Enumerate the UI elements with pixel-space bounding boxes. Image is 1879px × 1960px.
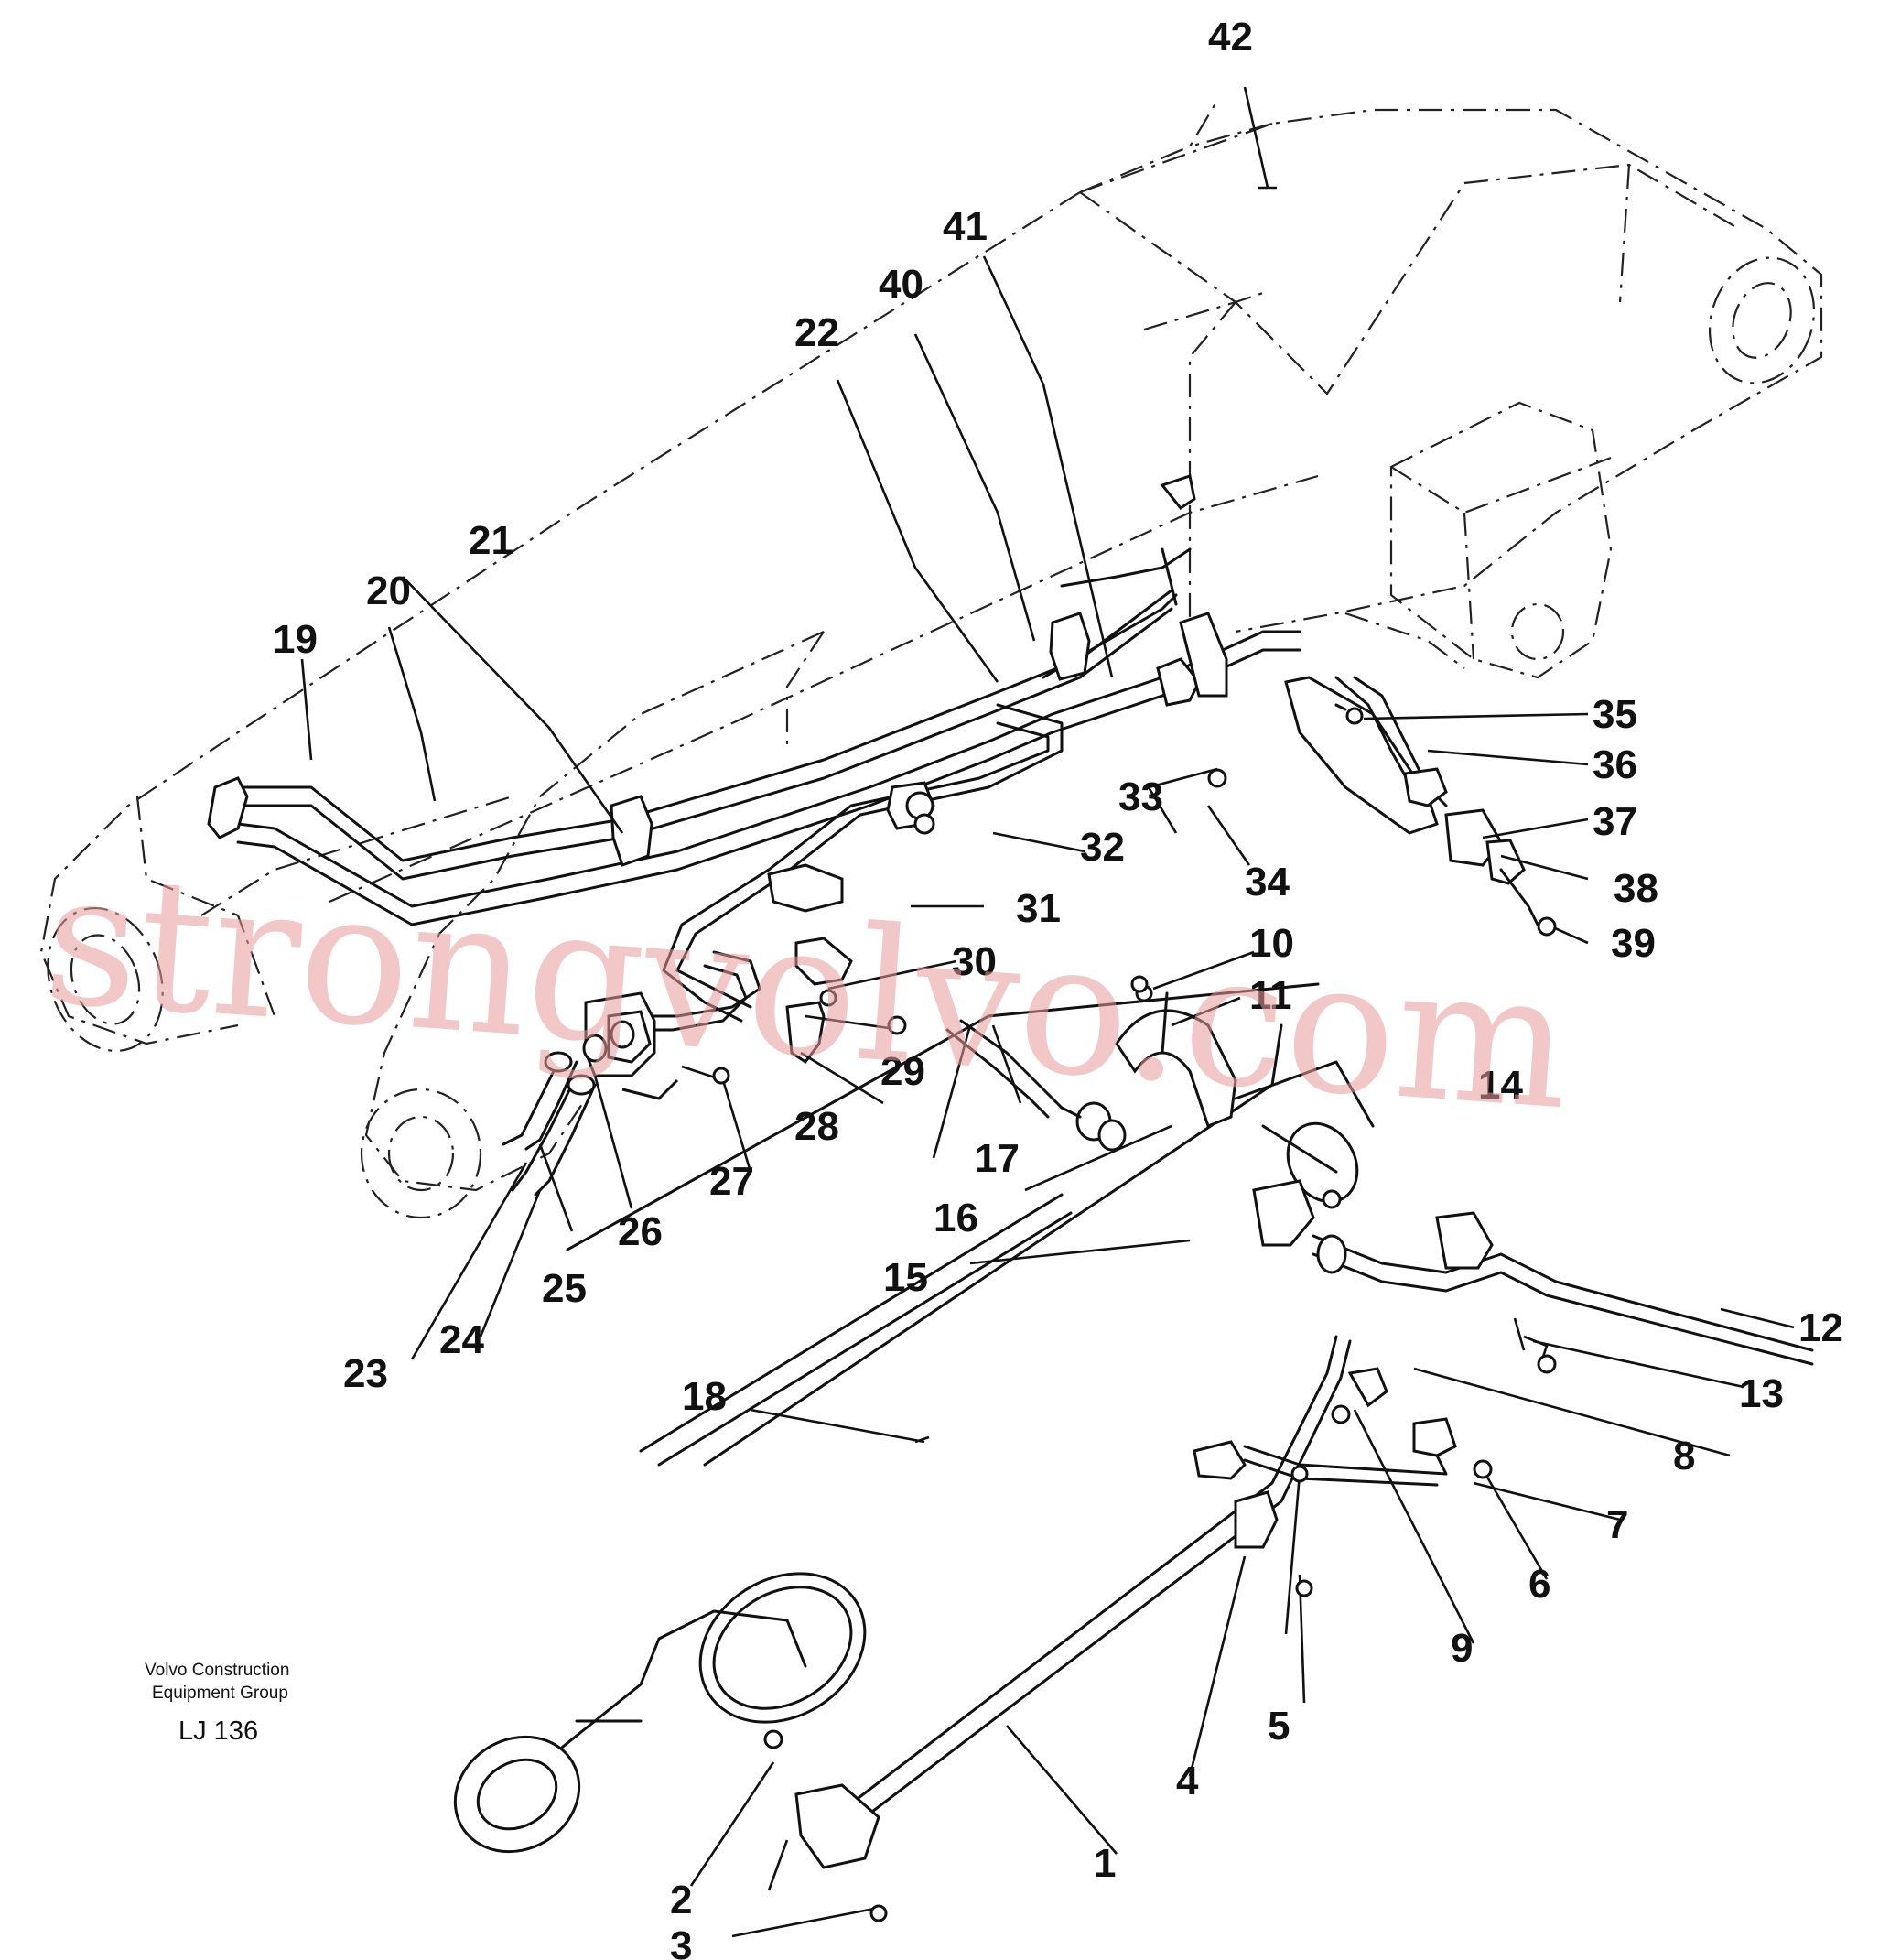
- pipe-1: [794, 1335, 1457, 1869]
- pipe-12: [1252, 1179, 1814, 1366]
- callout-8: 8: [1673, 1434, 1695, 1478]
- callout-2: 2: [670, 1878, 692, 1922]
- callout-39: 39: [1611, 921, 1656, 966]
- callout-33: 33: [1118, 774, 1163, 819]
- callout-32: 32: [1080, 825, 1125, 870]
- callout-28: 28: [794, 1104, 839, 1149]
- callout-19: 19: [273, 617, 318, 662]
- callout-27: 27: [709, 1159, 754, 1204]
- cylinder-18: [453, 982, 1375, 1854]
- tube-clamps-upper: [207, 474, 1201, 986]
- callout-5: 5: [1268, 1704, 1290, 1749]
- callout-18: 18: [682, 1374, 727, 1419]
- callout-37: 37: [1593, 799, 1637, 844]
- callout-41: 41: [943, 204, 988, 249]
- drawing-code: LJ 136: [178, 1716, 258, 1746]
- callout-25: 25: [542, 1266, 587, 1311]
- callout-35: 35: [1593, 692, 1637, 737]
- callout-42: 42: [1208, 15, 1253, 60]
- credit-line-2: Equipment Group: [152, 1684, 288, 1703]
- callout-10: 10: [1249, 921, 1294, 966]
- callout-24: 24: [439, 1317, 484, 1362]
- callout-17: 17: [975, 1136, 1020, 1181]
- callout-22: 22: [794, 310, 839, 355]
- publisher-credit: Volvo Construction Equipment Group LJ 13…: [145, 1661, 289, 1746]
- callout-20: 20: [366, 569, 411, 613]
- callout-36: 36: [1593, 742, 1637, 787]
- callout-40: 40: [879, 262, 923, 307]
- clamp-assembly-right: [1179, 612, 1539, 926]
- credit-line-1: Volvo Construction: [145, 1661, 289, 1680]
- callout-3: 3: [670, 1923, 692, 1960]
- callout-23: 23: [343, 1351, 388, 1396]
- leader-lines: [300, 86, 1795, 1938]
- callout-26: 26: [618, 1209, 663, 1254]
- hoses-left: [502, 1051, 597, 1197]
- callout-34: 34: [1245, 860, 1290, 904]
- callout-30: 30: [952, 939, 997, 984]
- callout-31: 31: [1016, 886, 1061, 931]
- callout-38: 38: [1614, 866, 1658, 911]
- callout-6: 6: [1528, 1562, 1550, 1607]
- fasteners: [712, 768, 1557, 1922]
- callout-15: 15: [883, 1255, 928, 1300]
- boom-outline: [39, 100, 1823, 1219]
- callout-9: 9: [1451, 1626, 1473, 1671]
- callout-14: 14: [1478, 1063, 1523, 1108]
- callout-29: 29: [880, 1049, 925, 1094]
- hose-17: [945, 1019, 1127, 1152]
- callout-16: 16: [934, 1196, 978, 1240]
- callout-13: 13: [1739, 1371, 1784, 1416]
- callout-12: 12: [1798, 1305, 1843, 1350]
- callout-1: 1: [1094, 1841, 1116, 1886]
- callout-21: 21: [469, 518, 513, 563]
- callout-labels: 42 41 40 22 21 20 19 35 36 33 37 32 34 3…: [273, 15, 1843, 1960]
- callout-11: 11: [1249, 973, 1292, 1018]
- manifold-block: [582, 991, 826, 1100]
- tube-lines-upper: [213, 547, 1301, 1032]
- callout-4: 4: [1176, 1759, 1199, 1803]
- callout-7: 7: [1606, 1502, 1628, 1547]
